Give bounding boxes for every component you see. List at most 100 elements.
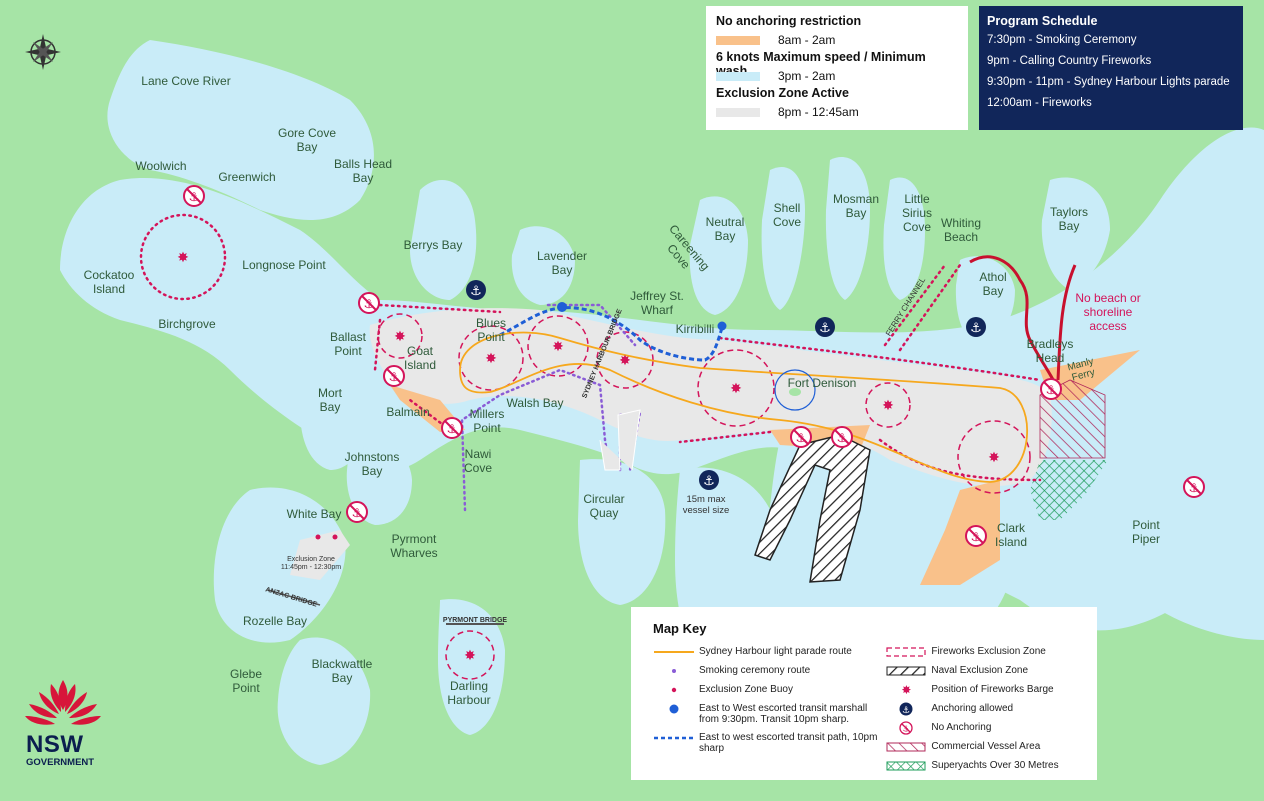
legend-no-anchoring-time: 8am - 2am (778, 33, 836, 47)
legend-exclusion-time: 8pm - 12:45am (778, 105, 859, 119)
label-lane-cove-river: Lane Cove River (141, 74, 231, 88)
transit-marshall-point (557, 302, 567, 312)
fireworks-barge-icon: ✸ (394, 329, 406, 345)
no-anchoring-icon: ⚓ (1040, 378, 1062, 400)
legend-grey-swatch (716, 107, 760, 117)
schedule-item: 12:00am - Fireworks (987, 97, 1092, 109)
key-label: East to West escorted transit marshall f… (699, 703, 868, 725)
no-anchoring-icon: ⚓ (346, 501, 368, 523)
label-pyrmont-wharves: Pyrmont Wharves (390, 532, 438, 560)
key-label: Position of Fireworks Barge (931, 684, 1054, 695)
key-row: Sydney Harbour light parade route (653, 646, 885, 665)
label-walsh-bay: Walsh Bay (506, 396, 564, 410)
legend-no-anchoring-row: 8am - 2am (716, 32, 958, 48)
label-johnstons-bay: Johnstons Bay (344, 450, 400, 478)
key-label: Anchoring allowed (931, 703, 1014, 714)
transit-path-dash-icon (653, 732, 695, 744)
label-cockatoo-island: Cockatoo Island (83, 268, 135, 296)
no-anchoring-icon: ⚓ (441, 417, 463, 439)
no-anchoring-icon: ⚓ (358, 292, 380, 314)
anchoring-allowed-markers: ⚓ ⚓ ⚓ ⚓ (466, 280, 986, 490)
key-row: Naval Exclusion Zone (885, 665, 1075, 684)
no-anchoring-icon: ⚓ (965, 525, 987, 547)
anchor-allowed-icon: ⚓ (885, 702, 927, 716)
label-nawi-cove: Nawi Cove (463, 447, 493, 475)
buoy-dot-icon (653, 684, 695, 696)
logo-line-2: GOVERNMENT (26, 757, 95, 768)
key-label: Exclusion Zone Buoy (699, 684, 793, 695)
light-parade-route (459, 331, 1028, 483)
key-label: Naval Exclusion Zone (931, 665, 1029, 676)
fireworks-barge-icon: ✸ (464, 648, 476, 664)
label-shell-cove: Shell Cove (772, 201, 802, 229)
program-schedule: Program Schedule 7:30pm - Smoking Ceremo… (979, 6, 1243, 130)
label-neutral-bay: Neutral Bay (705, 215, 745, 243)
label-millers-point: Millers Point (469, 407, 505, 435)
fireworks-barge-icon: ✸ (882, 398, 894, 414)
no-anchoring-icon: ⚓ (183, 185, 205, 207)
naval-hatch-icon (885, 665, 927, 677)
map-key-left-column: Sydney Harbour light parade route Smokin… (653, 646, 885, 779)
label-taylors-bay: Taylors Bay (1049, 205, 1089, 233)
key-label: No Anchoring (931, 722, 992, 733)
label-glebe-point: Glebe Point (229, 667, 263, 695)
fireworks-barge-icon: ✸ (485, 351, 497, 367)
key-label: Superyachts Over 30 Metres (931, 760, 1059, 771)
no-beach-access-line (969, 255, 1077, 386)
label-gore-cove-bay: Gore Cove Bay (277, 126, 337, 154)
label-little-sirius-cove: Little Sirius Cove (901, 192, 933, 234)
fireworks-barge-icon: ✸ (619, 353, 631, 369)
transit-marshall-dot-icon (653, 703, 695, 715)
schedule-title: Program Schedule (987, 14, 1098, 28)
escorted-transit-path (499, 306, 724, 362)
label-longnose-point: Longnose Point (242, 258, 326, 272)
no-anchoring-markers: ⚓ ⚓ ⚓ ⚓ ⚓ ⚓ ⚓ ⚓ ⚓ ⚓ (183, 185, 1205, 547)
nsw-waratah-logo (25, 680, 101, 725)
label-pyrmont-bridge: PYRMONT BRIDGE (442, 617, 508, 624)
map-key: Map Key Sydney Harbour light parade rout… (631, 607, 1097, 780)
commercial-hatch-icon (885, 741, 927, 753)
fireworks-barge-icon: ✸ (730, 381, 742, 397)
label-balmain: Balmain (386, 405, 430, 419)
label-clark-island: Clark Island (994, 521, 1028, 549)
label-rozelle-bay: Rozelle Bay (242, 614, 308, 628)
key-row: Exclusion Zone Buoy (653, 684, 885, 703)
label-jeffrey-st-wharf: Jeffrey St. Wharf (630, 289, 684, 317)
kirribilli-marker (717, 321, 727, 331)
legend-no-anchoring-title: No anchoring restriction (716, 14, 862, 28)
svg-text:⚓: ⚓ (970, 321, 982, 336)
label-blues-point: Blues Point (475, 316, 507, 344)
no-anchoring-icon: ⚓ (790, 426, 812, 448)
legend-speed-row: 3pm - 2am (716, 68, 958, 84)
label-circular-quay: Circular Quay (583, 492, 625, 520)
legend-speed-title: 6 knots Maximum speed / Minimum wash (716, 50, 926, 78)
commercial-vessel-area (1039, 379, 1106, 459)
label-greenwich: Greenwich (218, 170, 276, 184)
fireworks-barge-icon: ✸ (177, 250, 189, 266)
svg-text:⚓: ⚓ (703, 474, 715, 489)
label-balls-head-bay: Balls Head Bay (333, 157, 393, 185)
key-row: East to west escorted transit path, 10pm… (653, 732, 885, 754)
key-label: Sydney Harbour light parade route (699, 646, 852, 657)
label-goat-island: Goat Island (403, 344, 437, 372)
no-anchoring-icon: ⚓ (831, 426, 853, 448)
compass-rose-icon (25, 34, 61, 70)
key-row: ✸ Position of Fireworks Barge (885, 684, 1075, 703)
key-label: East to west escorted transit path, 10pm… (699, 732, 878, 754)
key-row: Smoking ceremony route (653, 665, 885, 684)
label-birchgrove: Birchgrove (158, 317, 216, 331)
svg-text:⚓: ⚓ (902, 706, 910, 716)
schedule-item: 9pm - Calling Country Fireworks (987, 55, 1152, 67)
svg-text:⚓: ⚓ (903, 725, 910, 734)
anzac-bridge (267, 589, 321, 606)
smoking-route-dot-icon (653, 665, 695, 677)
fireworks-barge-icon: ✸ (552, 339, 564, 355)
fort-denison-island (789, 388, 801, 396)
no-anchoring-icon: ⚓ (383, 365, 405, 387)
key-row: ⚓ Anchoring allowed (885, 702, 1075, 722)
fireworks-barge-icon: ✸ (988, 450, 1000, 466)
label-darling-harbour: Darling Harbour (447, 679, 491, 707)
label-blackwattle-bay: Blackwattle Bay (311, 657, 373, 685)
fireworks-zone-dash-icon (885, 646, 927, 658)
